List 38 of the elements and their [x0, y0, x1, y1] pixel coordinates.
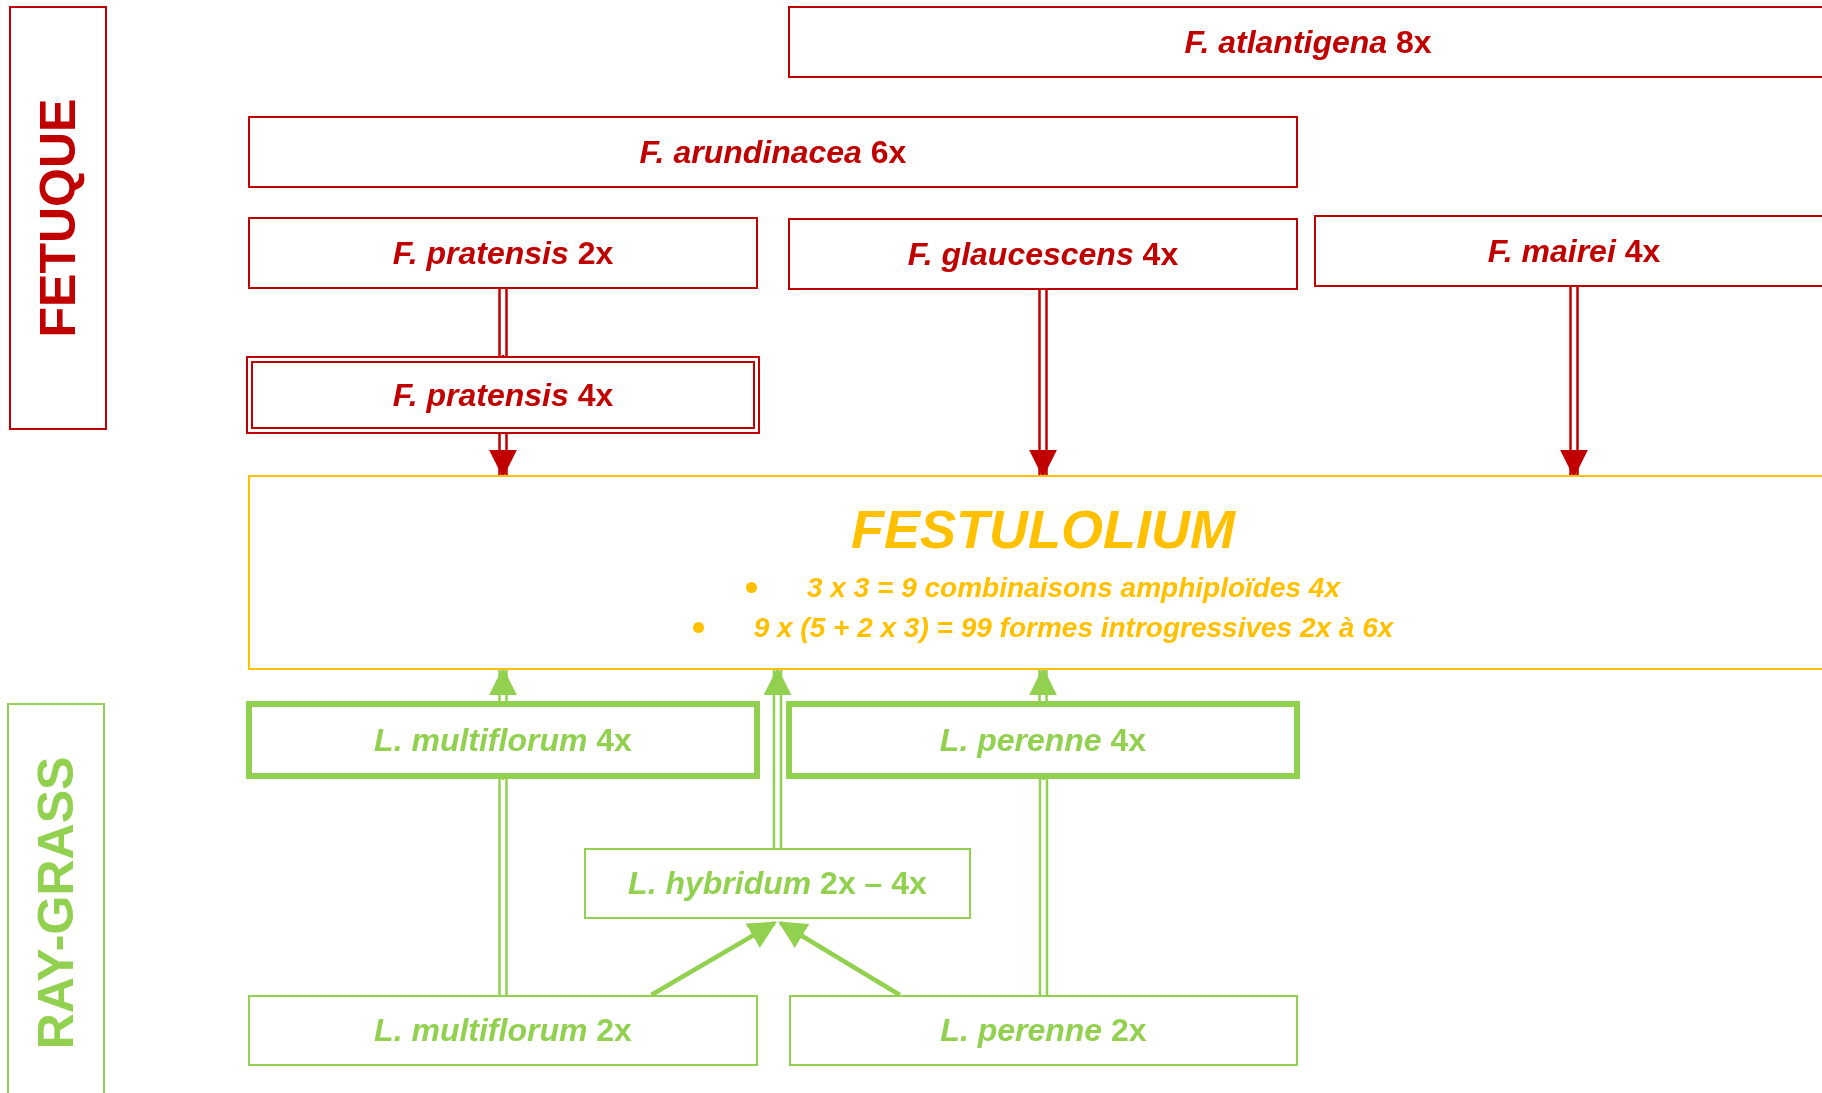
- bullet-text: 3 x 3 = 9 combinaisons amphiploïdes 4x: [807, 571, 1340, 604]
- taxon-box: [248, 995, 758, 1066]
- taxon-label: L. perenne 2x: [940, 1012, 1147, 1049]
- arrow: [650, 921, 777, 997]
- taxon-box: [248, 217, 758, 289]
- taxon-label: F. mairei 4x: [1487, 232, 1661, 270]
- taxon-box: [786, 701, 1300, 779]
- taxon-box: [246, 701, 760, 779]
- group-label: RAY-GRASS: [27, 756, 85, 1050]
- hybrid-group-box: [248, 475, 1822, 670]
- taxon-label: L. perenne 4x: [939, 721, 1147, 759]
- taxon-label: F. atlantigena 8x: [1184, 23, 1432, 61]
- taxon-box: [248, 116, 1298, 188]
- arrow: [778, 921, 902, 997]
- arrow: [489, 432, 517, 478]
- bullet-text: 9 x (5 + 2 x 3) = 99 formes introgressives 2x à 6x: [753, 611, 1394, 644]
- taxon-label: L. hybridum 2x – 4x: [628, 865, 927, 902]
- group-label-box: [7, 703, 105, 1093]
- connector-line: [1038, 777, 1049, 997]
- taxon-label: F. pratensis 2x: [392, 234, 614, 272]
- taxon-box: [246, 356, 760, 434]
- taxon-box: [584, 848, 971, 919]
- taxon-label: F. arundinacea 6x: [639, 133, 907, 171]
- taxon-label: L. multiflorum 4x: [374, 721, 632, 759]
- taxon-label: F. pratensis 4x: [392, 376, 614, 414]
- arrow: [1029, 288, 1057, 478]
- connector-line: [498, 287, 508, 358]
- taxon-label: L. multiflorum 2x: [374, 1012, 632, 1049]
- taxon-box: [788, 218, 1298, 290]
- connector-line: [498, 777, 508, 997]
- taxon-box: [789, 995, 1298, 1066]
- arrow: [1560, 285, 1588, 478]
- taxon-label: F. glaucescens 4x: [907, 235, 1179, 273]
- group-label-box: [9, 6, 107, 430]
- group-label: FETUQUE: [29, 98, 87, 338]
- taxon-box: [788, 6, 1822, 78]
- taxon-box: [1314, 215, 1822, 287]
- group-heading: FESTULOLIUM: [851, 497, 1235, 560]
